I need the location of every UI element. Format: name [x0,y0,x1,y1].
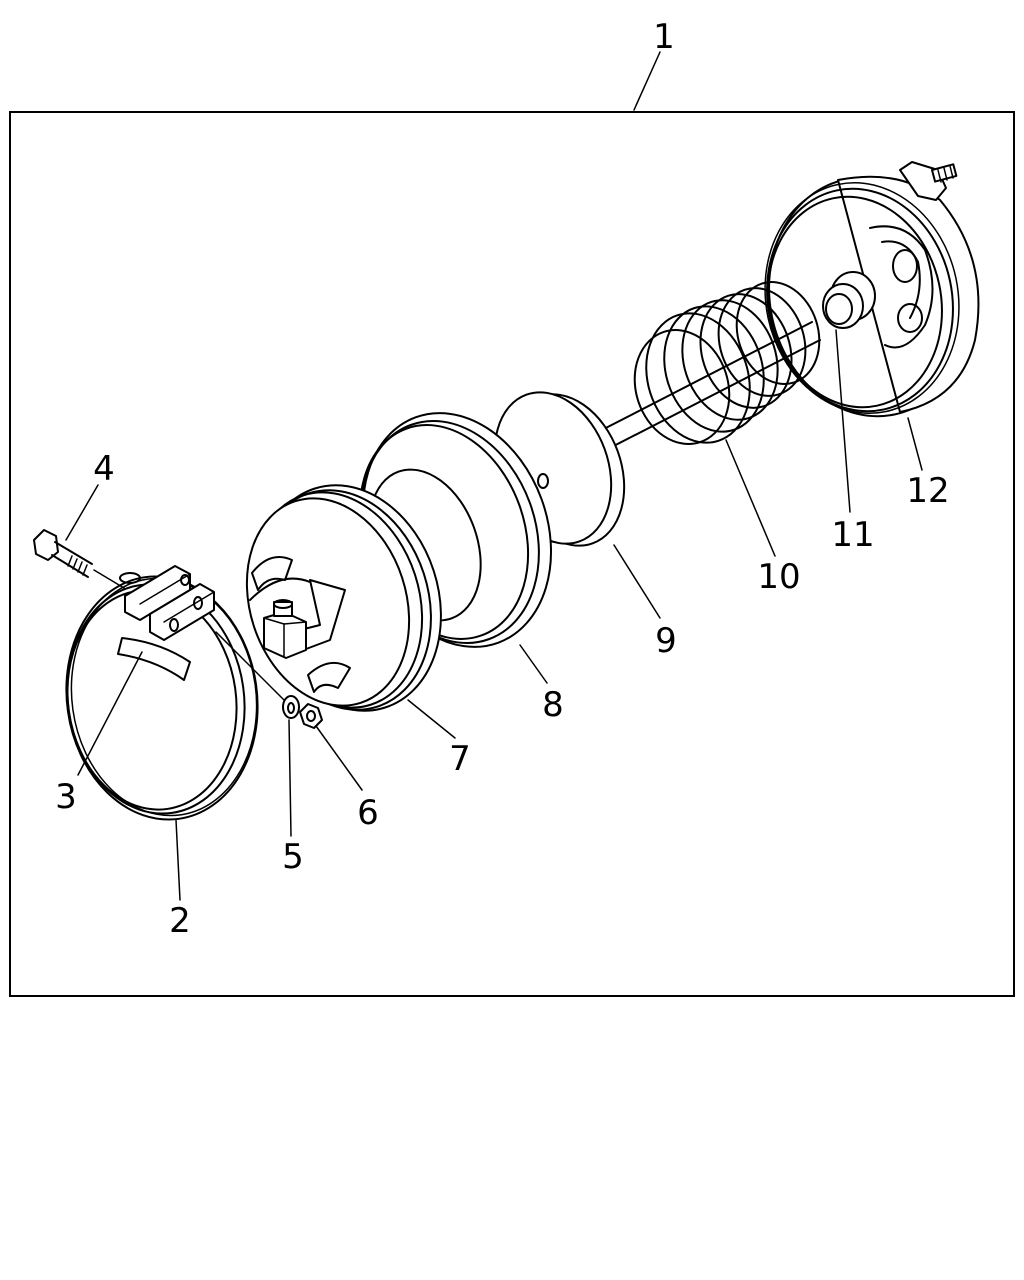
nut-icon [299,703,323,729]
rear-housing-icon [764,161,980,418]
bushing-icon [822,271,876,329]
assembly-frame [9,111,1015,997]
insert-strip-icon [117,637,191,681]
callout-4: 4 [93,449,115,489]
shaft-rod [595,321,821,452]
bolt-icon [33,529,125,589]
callout-10: 10 [757,557,800,597]
callout-7: 7 [449,739,471,779]
coil-spring-icon [633,281,821,445]
leader-lines [65,51,923,901]
callout-5: 5 [282,837,304,877]
callout-12: 12 [906,471,949,511]
bolt-axis-line [215,631,285,701]
clamp-ring-icon [65,575,259,821]
callout-9: 9 [655,621,677,661]
callout-6: 6 [357,793,379,833]
clamp-lug-block [119,565,215,641]
callout-11: 11 [831,515,874,555]
front-housing-icon [245,484,442,712]
callout-2: 2 [169,901,191,941]
washer-icon [282,695,300,719]
callout-1: 1 [653,17,675,57]
callout-3: 3 [55,777,77,817]
callout-8: 8 [542,685,564,725]
